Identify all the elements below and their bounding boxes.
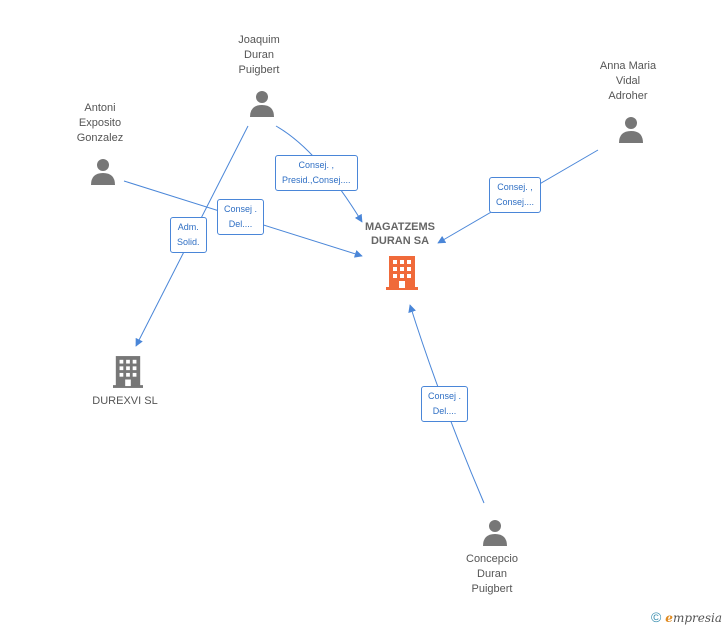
person-icon[interactable]: [617, 115, 645, 143]
company-label-durexvi[interactable]: DUREXVI SL: [92, 395, 158, 407]
person-label-anna[interactable]: Anna Maria Vidal Adroher: [599, 60, 657, 102]
person-label-concepcio[interactable]: Concepcio Duran Puigbert: [466, 553, 518, 595]
relation-anna-magatzems[interactable]: Consej. , Consej....: [489, 177, 542, 213]
person-icon[interactable]: [248, 89, 276, 117]
building-icon[interactable]: [113, 355, 143, 389]
person-label-antoni[interactable]: Antoni Exposito Gonzalez: [76, 102, 124, 144]
relation-antoni-magatzems[interactable]: Consej . Del....: [217, 199, 265, 235]
relation-concepcio-magatzems[interactable]: Consej . Del....: [421, 386, 469, 422]
person-icon[interactable]: [481, 518, 509, 546]
brand-footer: ©empresia: [651, 609, 722, 625]
building-icon[interactable]: [386, 256, 418, 290]
person-label-joaquim[interactable]: Joaquim Duran Puigbert: [238, 34, 280, 76]
company-label-magatzems[interactable]: MAGATZEMS DURAN SA: [364, 221, 436, 247]
brand-logo: empresia: [665, 611, 722, 625]
relation-joaquim-magatzems[interactable]: Consej. , Presid.,Consej....: [275, 155, 358, 191]
copyright-icon: ©: [650, 609, 662, 625]
person-icon[interactable]: [89, 157, 117, 185]
relation-joaquim-durexvi[interactable]: Adm. Solid.: [170, 217, 207, 253]
